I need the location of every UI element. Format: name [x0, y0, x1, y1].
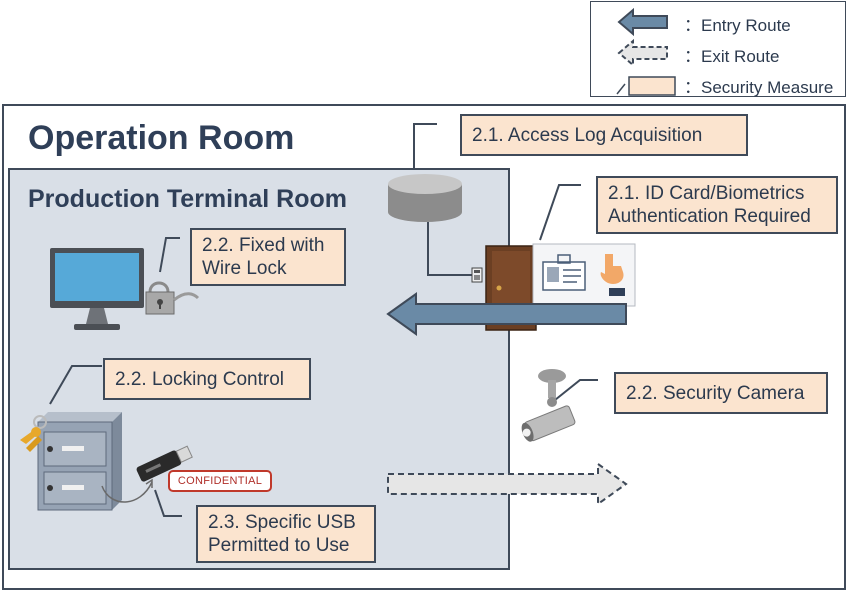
- callout-id-card-line2: Authentication Required: [608, 206, 811, 227]
- production-terminal-room-title: Production Terminal Room: [28, 185, 347, 213]
- locked-cabinet-icon: [20, 412, 122, 511]
- callout-wire-lock: 2.2. Fixed with Wire Lock: [190, 228, 346, 286]
- entry-route-arrow: [386, 292, 627, 336]
- callout-wire-lock-line1: 2.2. Fixed with: [202, 235, 325, 256]
- id-card-biometrics-icon: [532, 243, 636, 307]
- callout-id-card-line1: 2.1. ID Card/Biometrics: [608, 183, 805, 204]
- legend-exit-label: ：Exit Route: [684, 47, 780, 66]
- monitor-icon: [50, 248, 144, 330]
- callout-locking-control-text: 2.2. Locking Control: [115, 369, 284, 390]
- exit-arrow-icon: [617, 38, 668, 68]
- usb-cable-icon: [101, 478, 153, 503]
- wire-lock-icon: [145, 281, 200, 315]
- entry-arrow-icon: [617, 7, 668, 37]
- callout-access-log: 2.1. Access Log Acquisition: [460, 114, 748, 156]
- callout-security-camera: 2.2. Security Camera: [614, 372, 828, 414]
- callout-wire-lock-line2: Wire Lock: [202, 258, 287, 279]
- callout-usb-line1: 2.3. Specific USB: [208, 512, 356, 533]
- confidential-label: CONFIDENTIAL: [168, 470, 272, 492]
- exit-route-arrow: [387, 462, 628, 506]
- callout-usb-line2: Permitted to Use: [208, 535, 350, 556]
- legend-entry-label: ：Entry Route: [684, 16, 791, 35]
- callout-specific-usb: 2.3. Specific USB Permitted to Use: [196, 505, 376, 563]
- callout-locking-control: 2.2. Locking Control: [103, 358, 311, 400]
- callout-access-log-text: 2.1. Access Log Acquisition: [472, 125, 703, 146]
- log-server-icon: [388, 174, 462, 222]
- usb-stick-icon: [136, 445, 193, 482]
- callout-id-card-auth: 2.1. ID Card/Biometrics Authentication R…: [596, 176, 838, 234]
- security-camera-icon: [521, 369, 576, 442]
- legend-exit-row: ：Exit Route: [591, 38, 845, 68]
- operation-room-title: Operation Room: [28, 119, 295, 157]
- callout-security-camera-text: 2.2. Security Camera: [626, 383, 805, 404]
- keypad-icon: [471, 267, 483, 283]
- legend-entry-row: ：Entry Route: [591, 7, 845, 37]
- legend: ：Entry Route ：Exit Route ：Security Measu…: [590, 1, 846, 97]
- legend-security-row: ：Security Measure: [591, 70, 845, 98]
- security-measure-swatch-icon: [616, 76, 676, 96]
- legend-security-label: ：Security Measure: [684, 78, 834, 97]
